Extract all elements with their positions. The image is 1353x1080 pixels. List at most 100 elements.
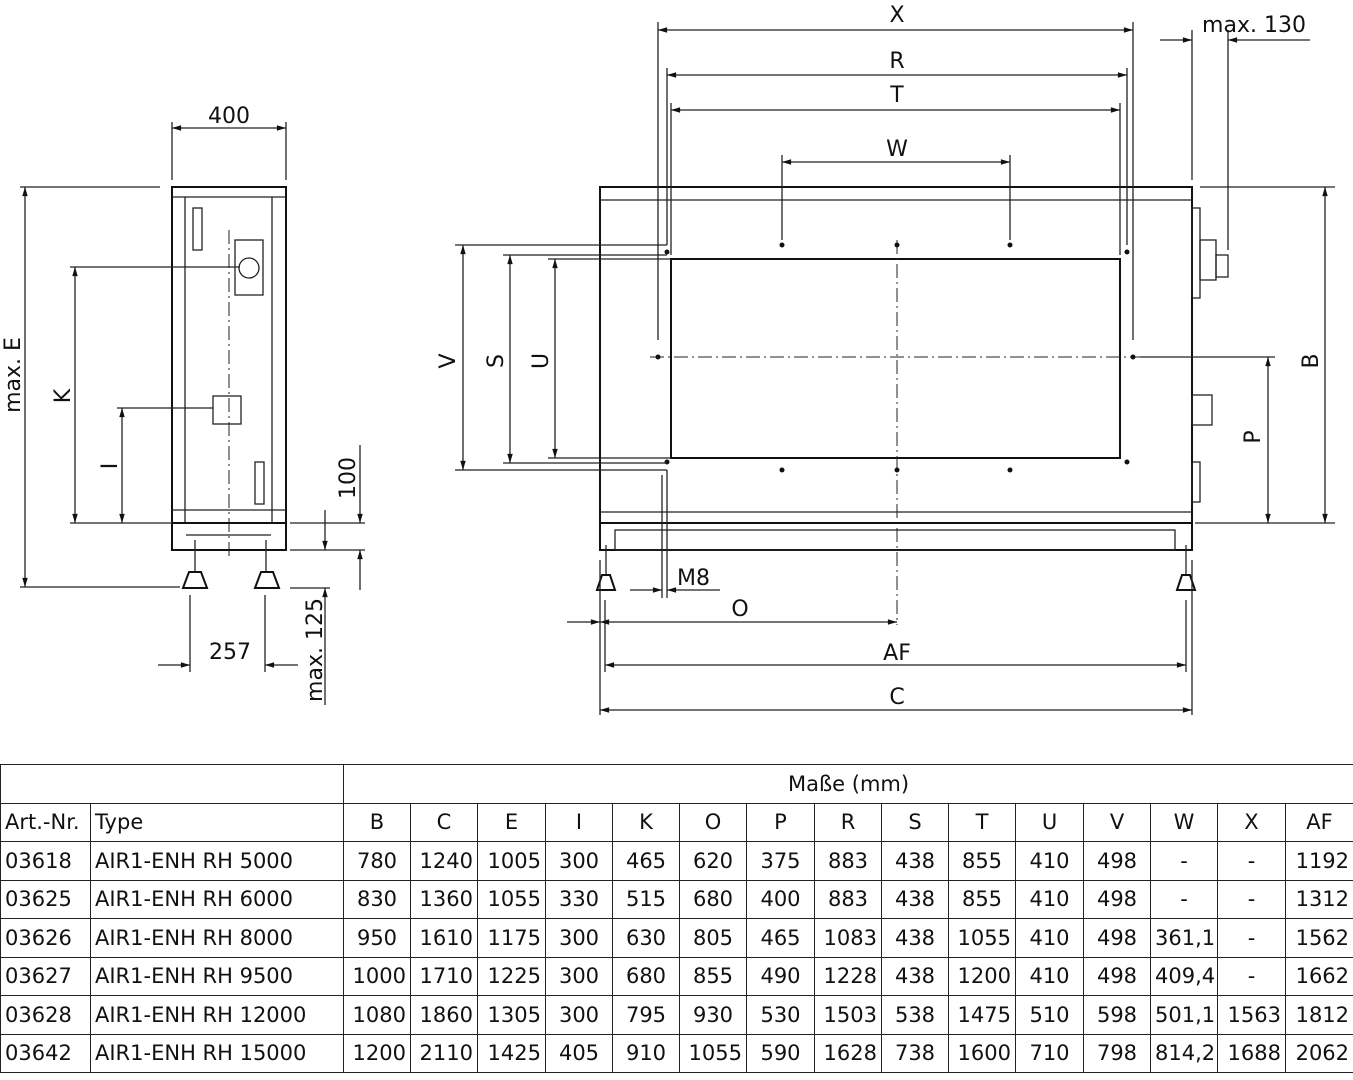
table-cell: 1563 [1217, 995, 1286, 1035]
table-cell: 498 [1083, 956, 1151, 996]
dim-m8: M8 [677, 566, 710, 591]
table-cell: 590 [746, 1033, 815, 1073]
dim-w: W [886, 137, 908, 162]
table-cell: 438 [881, 956, 949, 996]
table-cell: - [1217, 841, 1286, 881]
table-cell: 1562 [1284, 918, 1353, 958]
table-cell: 330 [545, 879, 613, 919]
table-cell: 1475 [948, 995, 1016, 1035]
table-cell: 1000 [343, 956, 411, 996]
dim-af: AF [883, 641, 911, 666]
table-cell: 1860 [410, 995, 478, 1035]
table-cell: 620 [679, 841, 747, 881]
table-cell: 405 [545, 1033, 613, 1073]
table-cell: 438 [881, 918, 949, 958]
dim-x: X [889, 3, 904, 28]
column-header: Art.-Nr. [0, 802, 91, 842]
dim-100: 100 [336, 457, 361, 499]
table-cell: 465 [612, 841, 680, 881]
table-cell: 1200 [948, 956, 1016, 996]
table-cell: 410 [1015, 918, 1084, 958]
table-cell: 680 [612, 956, 680, 996]
table-cell: 1600 [948, 1033, 1016, 1073]
column-header: I [545, 802, 613, 842]
table-cell: 510 [1015, 995, 1084, 1035]
dim-p: P [1241, 430, 1266, 443]
table-cell: AIR1-ENH RH 9500 [90, 956, 344, 996]
dim-400: 400 [208, 104, 250, 129]
table-cell: - [1217, 956, 1286, 996]
table-cell: 501,1 [1150, 995, 1218, 1035]
table-cell: 738 [881, 1033, 949, 1073]
column-header: S [881, 802, 949, 842]
table-cell: 409,4 [1150, 956, 1218, 996]
table-cell: 795 [612, 995, 680, 1035]
column-header: V [1083, 802, 1151, 842]
table-cell: 03628 [0, 995, 91, 1035]
table-cell: 03626 [0, 918, 91, 958]
column-header: R [814, 802, 882, 842]
dim-v: V [436, 353, 461, 368]
table-cell: AIR1-ENH RH 6000 [90, 879, 344, 919]
table-cell: 400 [746, 879, 815, 919]
table-cell: 1005 [477, 841, 546, 881]
front-view: X R T W max. 130 V S U B P M8 [436, 3, 1335, 715]
table-cell: 680 [679, 879, 747, 919]
table-cell: AIR1-ENH RH 8000 [90, 918, 344, 958]
dim-max-125: max. 125 [303, 598, 328, 702]
table-cell: 438 [881, 841, 949, 881]
table-cell: 2110 [410, 1033, 478, 1073]
column-header: Type [90, 802, 344, 842]
column-header: AF [1284, 802, 1353, 842]
table-cell: 1192 [1284, 841, 1353, 881]
table-cell: 710 [1015, 1033, 1084, 1073]
table-cell: 538 [881, 995, 949, 1035]
technical-drawing: 400 max. E K I 100 max. 125 257 [1, 3, 1335, 715]
table-cell: 375 [746, 841, 815, 881]
table-cell: 530 [746, 995, 815, 1035]
table-cell: - [1217, 918, 1286, 958]
column-header: E [477, 802, 546, 842]
table-cell: 630 [612, 918, 680, 958]
table-cell: 1812 [1284, 995, 1353, 1035]
table-cell: 1240 [410, 841, 478, 881]
column-header: B [343, 802, 411, 842]
masse-header: Maße (mm) [342, 764, 1353, 804]
table-cell: 910 [612, 1033, 680, 1073]
table-cell: 883 [814, 879, 882, 919]
table-cell: 03618 [0, 841, 91, 881]
dim-s: S [484, 354, 509, 368]
table-group-header-row: Maße (mm) [0, 764, 1353, 804]
table-cell: 1610 [410, 918, 478, 958]
column-header: X [1217, 802, 1286, 842]
side-view: 400 max. E K I 100 max. 125 257 [1, 104, 365, 705]
table-cell: 1710 [410, 956, 478, 996]
dim-t: T [889, 83, 904, 108]
table-cell: 1662 [1284, 956, 1353, 996]
table-cell: 930 [679, 995, 747, 1035]
table-cell: 1688 [1217, 1033, 1286, 1073]
table-cell: 490 [746, 956, 815, 996]
column-header: O [679, 802, 747, 842]
table-cell: 1055 [477, 879, 546, 919]
table-cell: 855 [679, 956, 747, 996]
table-cell: 1312 [1284, 879, 1353, 919]
table-cell: 438 [881, 879, 949, 919]
dim-r: R [889, 49, 904, 74]
table-cell: 830 [343, 879, 411, 919]
table-cell: 03627 [0, 956, 91, 996]
table-cell: 1083 [814, 918, 882, 958]
table-cell: 300 [545, 918, 613, 958]
table-cell: - [1150, 879, 1218, 919]
table-cell: 498 [1083, 879, 1151, 919]
table-cell: 515 [612, 879, 680, 919]
table-cell: AIR1-ENH RH 15000 [90, 1033, 344, 1073]
dim-max-e: max. E [1, 337, 26, 413]
table-cell: 2062 [1284, 1033, 1353, 1073]
table-cell: AIR1-ENH RH 12000 [90, 995, 344, 1035]
